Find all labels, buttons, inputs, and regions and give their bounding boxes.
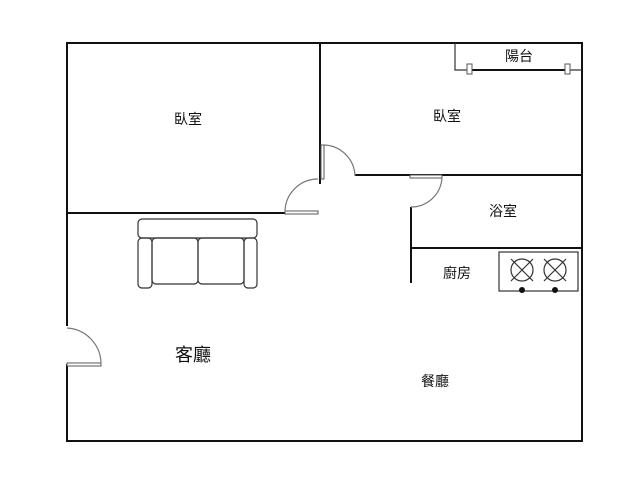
- sofa-cushion-left: [151, 237, 199, 285]
- window-frame-right: [564, 63, 571, 75]
- entrance-door: [66, 327, 102, 367]
- doors: [66, 144, 443, 367]
- stove-body: [498, 251, 579, 292]
- knob-icon: [519, 287, 525, 293]
- sofa: [137, 218, 258, 289]
- sofa-arm-right: [243, 237, 258, 289]
- knob-icon: [552, 287, 558, 293]
- label-bathroom: 浴室: [489, 203, 517, 220]
- left-bedroom-door: [284, 178, 319, 215]
- label-bedroom-right: 臥室: [433, 108, 461, 125]
- room-labels: 臥室 臥室 陽台 浴室 廚房 客廳 餐廳: [174, 49, 533, 390]
- walls: [65, 42, 583, 442]
- sofa-arm-left: [137, 237, 153, 289]
- label-kitchen: 廚房: [443, 265, 471, 282]
- bathroom-door: [409, 174, 443, 208]
- outer-wall: [66, 42, 583, 442]
- burner-icon: [510, 258, 534, 282]
- label-bedroom-left: 臥室: [174, 111, 202, 128]
- label-dining-room: 餐廳: [421, 373, 449, 390]
- right-bedroom-door: [320, 144, 356, 180]
- sofa-cushion-right: [197, 237, 245, 285]
- burner-icon: [543, 258, 567, 282]
- stove: [498, 251, 579, 293]
- window-frame-left: [466, 63, 473, 75]
- label-living-room: 客廳: [175, 345, 211, 366]
- sofa-back: [137, 218, 258, 239]
- label-balcony: 陽台: [505, 49, 533, 65]
